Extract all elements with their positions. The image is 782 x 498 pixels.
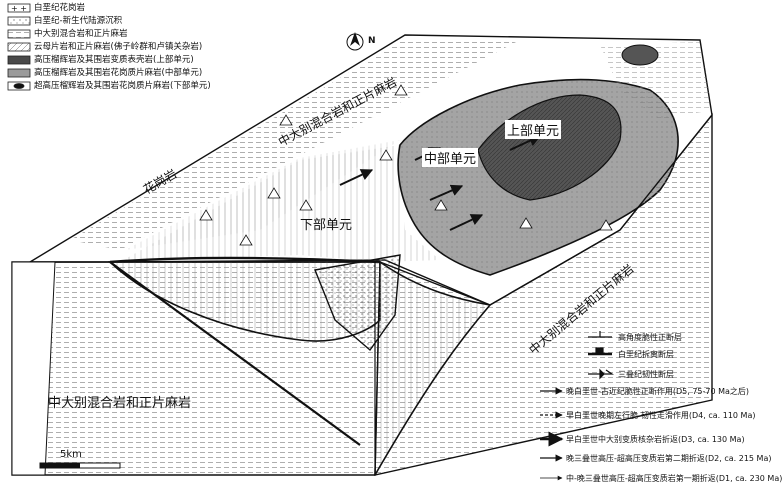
diagram-graphics: + +	[7, 3, 713, 481]
legend-top-item-0: 白垩纪花岗岩	[34, 3, 86, 13]
north-label: N	[368, 36, 376, 46]
legend-top-swatches: + +	[7, 3, 31, 91]
legend-bottom-item-3: 晚白垩世-古近纪脆性正断作用(D5, 75-70 Ma之后)	[566, 387, 750, 396]
front-face-label: 中大别混合岩和正片麻岩	[48, 396, 192, 411]
legend-top-item-6: 超高压榴辉岩及其围岩花岗质片麻岩(下部单元)	[34, 81, 211, 91]
legend-top-item-1: 白垩纪-新生代陆源沉积	[34, 16, 123, 26]
scale-bar	[39, 462, 121, 469]
legend-bottom-item-4: 早白垩世晚期左行脆-韧性走滑作用(D4, ca. 110 Ma)	[566, 411, 756, 420]
legend-top-item-4: 高压榴辉岩及其围岩变质表壳岩(上部单元)	[34, 55, 194, 65]
top-belt-band	[70, 40, 520, 250]
block-diagram: + + 白垩纪花岗岩 白垩纪-新生代陆源沉积 中大别混合岩和正片麻岩 云母片岩和…	[7, 3, 782, 483]
middle-unit-label: 中部单元	[422, 148, 479, 167]
upper-unit-label: 上部单元	[505, 120, 562, 139]
basin-inset	[314, 254, 401, 352]
lower-unit-label: 下部单元	[300, 218, 353, 233]
north-arrow-icon	[346, 32, 364, 51]
legend-bottom-item-7: 中-晚三叠世高压-超高压变质岩第一期折返(D1, ca. 230 Ma)	[566, 474, 782, 483]
legend-bottom-item-6: 晚三叠世高压-超高压变质岩第二期折返(D2, ca. 215 Ma)	[566, 454, 772, 463]
detachment-fault	[109, 256, 381, 264]
svg-text:+ +: + +	[11, 4, 27, 13]
legend-top-item-5: 高压榴辉岩及其围岩花岗质片麻岩(中部单元)	[34, 68, 203, 78]
legend-top-item-2: 中大别混合岩和正片麻岩	[34, 29, 128, 39]
legend-top-item-3: 云母片岩和正片麻岩(佛子岭群和卢镇关杂岩)	[34, 42, 203, 52]
legend-bottom-symbols	[540, 331, 614, 481]
scale-label: 5km	[60, 449, 82, 460]
legend-bottom-item-0: 高角度脆性正断层	[618, 333, 682, 342]
legend-bottom-item-2: 三叠纪韧性断层	[618, 370, 674, 379]
legend-bottom-item-5: 早白垩世中大别变质核杂岩折返(D3, ca. 130 Ma)	[566, 435, 745, 444]
legend-bottom-item-1: 白垩纪拆离断层	[618, 350, 674, 359]
